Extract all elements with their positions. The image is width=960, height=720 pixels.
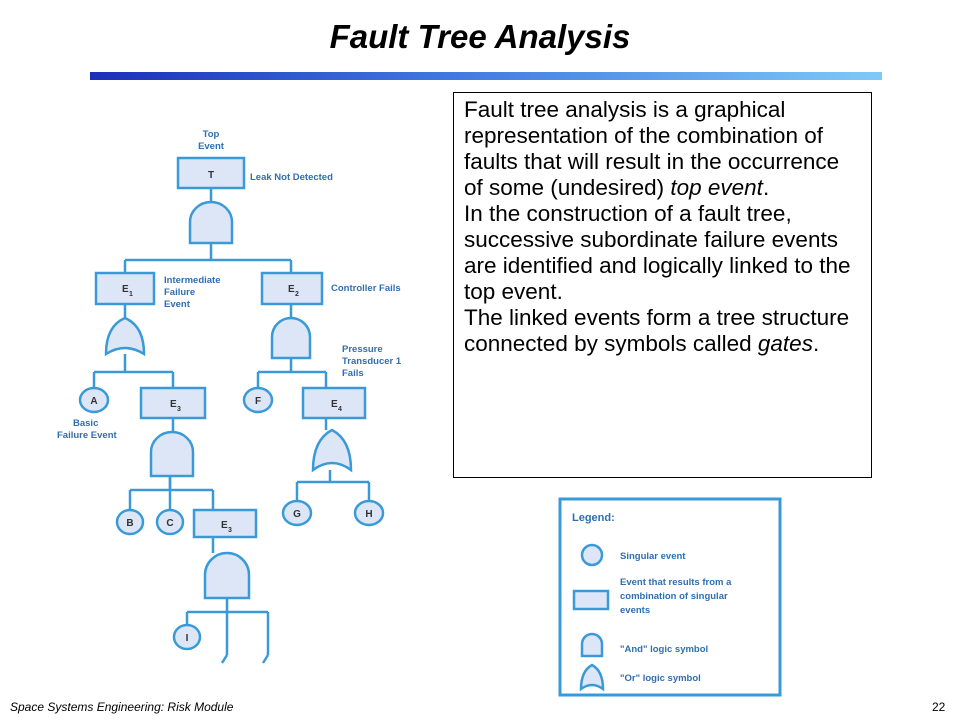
- legend: Legend: Singular event Event that result…: [558, 497, 782, 697]
- node-g: [281, 499, 313, 527]
- and-gate-e5: [203, 551, 251, 600]
- node-e2: [260, 271, 324, 306]
- and-gate-e2: [270, 316, 312, 360]
- svg-text:E: E: [288, 284, 295, 295]
- svg-text:F: F: [255, 396, 261, 407]
- svg-text:"And" logic symbol: "And" logic symbol: [620, 644, 708, 655]
- svg-text:4: 4: [338, 406, 342, 413]
- node-i: [172, 623, 202, 651]
- svg-text:Singular event: Singular event: [620, 551, 686, 562]
- node-b: [115, 508, 145, 536]
- legend-singular-icon: [580, 543, 604, 567]
- node-h: [353, 499, 385, 527]
- svg-text:Event that results from a: Event that results from a: [620, 577, 732, 588]
- node-c: [155, 508, 185, 536]
- svg-text:C: C: [166, 518, 173, 529]
- fault-tree-diagram: T Top Event Leak Not Detected E 1 Interm…: [57, 129, 402, 664]
- legend-and-icon: [580, 632, 604, 658]
- description-paragraph-3: The linked events form a tree structure …: [464, 305, 850, 356]
- node-a: [78, 386, 110, 414]
- svg-text:3: 3: [177, 406, 181, 413]
- svg-text:I: I: [186, 633, 189, 644]
- node-top-event: [176, 156, 246, 190]
- node-e5: [192, 508, 258, 539]
- svg-text:Event: Event: [164, 299, 191, 310]
- node-f: [242, 386, 274, 414]
- title-underline: [90, 72, 882, 80]
- svg-text:E: E: [170, 399, 177, 410]
- svg-text:Controller Fails: Controller Fails: [331, 283, 401, 294]
- slide-title: Fault Tree Analysis: [329, 18, 631, 55]
- description-box: Fault tree analysis is a graphical repre…: [453, 92, 872, 478]
- svg-text:Failure Event: Failure Event: [57, 430, 117, 441]
- svg-text:Transducer 1: Transducer 1: [342, 356, 402, 367]
- legend-or-icon: [579, 663, 605, 692]
- svg-text:events: events: [620, 605, 650, 616]
- svg-text:E: E: [221, 520, 228, 531]
- node-e3: [139, 386, 207, 420]
- legend-combo-icon: [572, 589, 610, 611]
- svg-text:3: 3: [228, 527, 232, 534]
- description-paragraph-1: Fault tree analysis is a graphical repre…: [464, 97, 840, 200]
- svg-text:Intermediate: Intermediate: [164, 275, 221, 286]
- page-number: 22: [932, 700, 946, 714]
- svg-text:Legend:: Legend:: [572, 512, 615, 524]
- svg-text:H: H: [365, 509, 372, 520]
- svg-text:combination of singular: combination of singular: [620, 591, 728, 602]
- svg-text:Failure: Failure: [164, 287, 195, 298]
- svg-text:E: E: [122, 284, 129, 295]
- svg-text:2: 2: [295, 291, 299, 298]
- or-gate-e4: [311, 428, 353, 473]
- svg-text:"Or" logic symbol: "Or" logic symbol: [620, 673, 701, 684]
- node-e1: [94, 271, 156, 306]
- svg-text:Basic: Basic: [73, 418, 98, 429]
- svg-text:1: 1: [129, 291, 133, 298]
- and-gate-top: [188, 200, 234, 245]
- svg-text:G: G: [293, 509, 301, 520]
- svg-text:Pressure: Pressure: [342, 344, 383, 355]
- and-gate-e3: [149, 430, 195, 478]
- node-e4: [301, 386, 367, 420]
- svg-text:Leak Not Detected: Leak Not Detected: [250, 172, 333, 183]
- footer-course-title: Space Systems Engineering: Risk Module: [10, 700, 234, 714]
- svg-text:Fails: Fails: [342, 368, 364, 379]
- svg-text:E: E: [331, 399, 338, 410]
- svg-text:Top: Top: [203, 129, 220, 140]
- svg-text:A: A: [90, 396, 97, 407]
- or-gate-e1: [104, 316, 146, 357]
- description-paragraph-2: In the construction of a fault tree, suc…: [464, 201, 851, 304]
- svg-text:T: T: [208, 170, 214, 181]
- svg-text:Event: Event: [198, 141, 225, 152]
- svg-text:B: B: [126, 518, 133, 529]
